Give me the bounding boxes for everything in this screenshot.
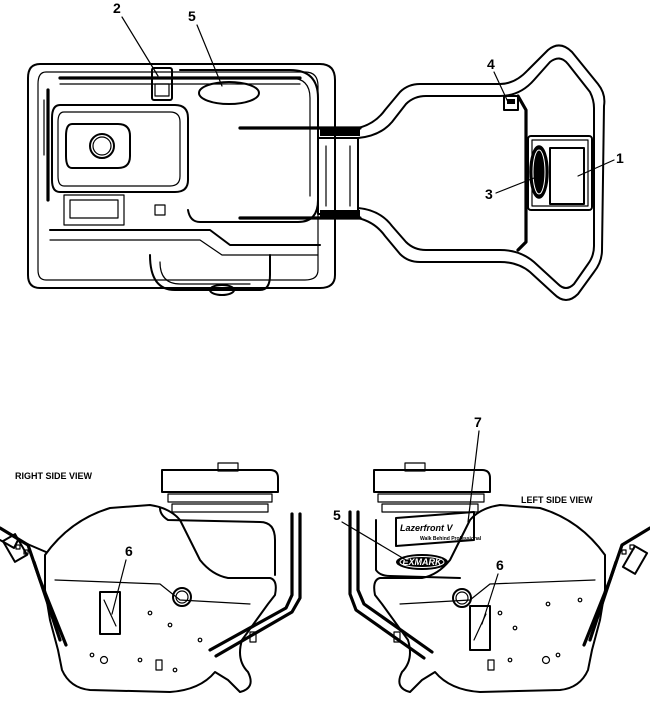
left-side-view-mower: Lazerfront V Walk Behind Professional EX… — [348, 462, 650, 693]
callout-6-right: 6 — [125, 543, 133, 559]
logo-badge-top: EXMARK — [198, 81, 260, 105]
handlebar-outer — [357, 44, 606, 301]
decal-title: Lazerfront V — [400, 523, 454, 533]
callout-7-left: 7 — [474, 414, 482, 430]
deck-outline — [27, 63, 336, 289]
right-side-view-mower — [0, 462, 302, 693]
top-view-mower: EXMARK — [27, 44, 606, 301]
callouts-left-side: 7 5 6 — [333, 414, 504, 625]
handlebar-inner — [357, 57, 595, 289]
logo-badge-left: EXMARK — [396, 554, 448, 570]
handle-right-front — [208, 512, 294, 652]
deck-inner-outline — [37, 71, 319, 281]
engine-top — [51, 104, 189, 193]
control-mount — [317, 137, 359, 215]
engine-cover-right — [161, 469, 279, 493]
decal-location-1 — [549, 147, 585, 205]
decal-location-7: Lazerfront V Walk Behind Professional — [395, 511, 482, 547]
engine-cover-left — [373, 469, 491, 493]
frame-right — [44, 504, 277, 693]
callout-1: 1 — [616, 150, 624, 166]
callout-3: 3 — [485, 186, 493, 202]
control-panel — [527, 135, 593, 211]
pivot-right — [172, 587, 192, 607]
logo-text-top: EXMARK — [209, 88, 250, 98]
decal-location-6-right — [99, 591, 121, 635]
decal-location-2 — [151, 67, 173, 101]
handle-left-front — [356, 510, 434, 654]
deck-spindle-bottom — [209, 284, 235, 296]
callout-5: 5 — [188, 8, 196, 24]
fuel-tank-outline — [179, 69, 319, 223]
callout-6-left: 6 — [496, 557, 504, 573]
callouts-top-view: 2 5 4 1 3 — [113, 0, 624, 202]
logo-text-left: EXMARK — [402, 557, 443, 567]
decal-subtitle: Walk Behind Professional — [420, 536, 482, 542]
decal-location-4 — [503, 95, 519, 111]
callout-2: 2 — [113, 0, 121, 16]
logo-badge-handle — [529, 145, 549, 199]
discharge-chute — [149, 254, 271, 291]
pivot-left — [452, 588, 472, 608]
right-side-view-label: RIGHT SIDE VIEW — [15, 471, 93, 481]
callout-5-left: 5 — [333, 507, 341, 523]
frame-left — [373, 504, 606, 693]
decal-location-6-left — [469, 605, 491, 651]
callouts-right-side: 6 — [111, 543, 133, 615]
left-side-view-label: LEFT SIDE VIEW — [521, 495, 593, 505]
callout-4: 4 — [487, 56, 495, 72]
